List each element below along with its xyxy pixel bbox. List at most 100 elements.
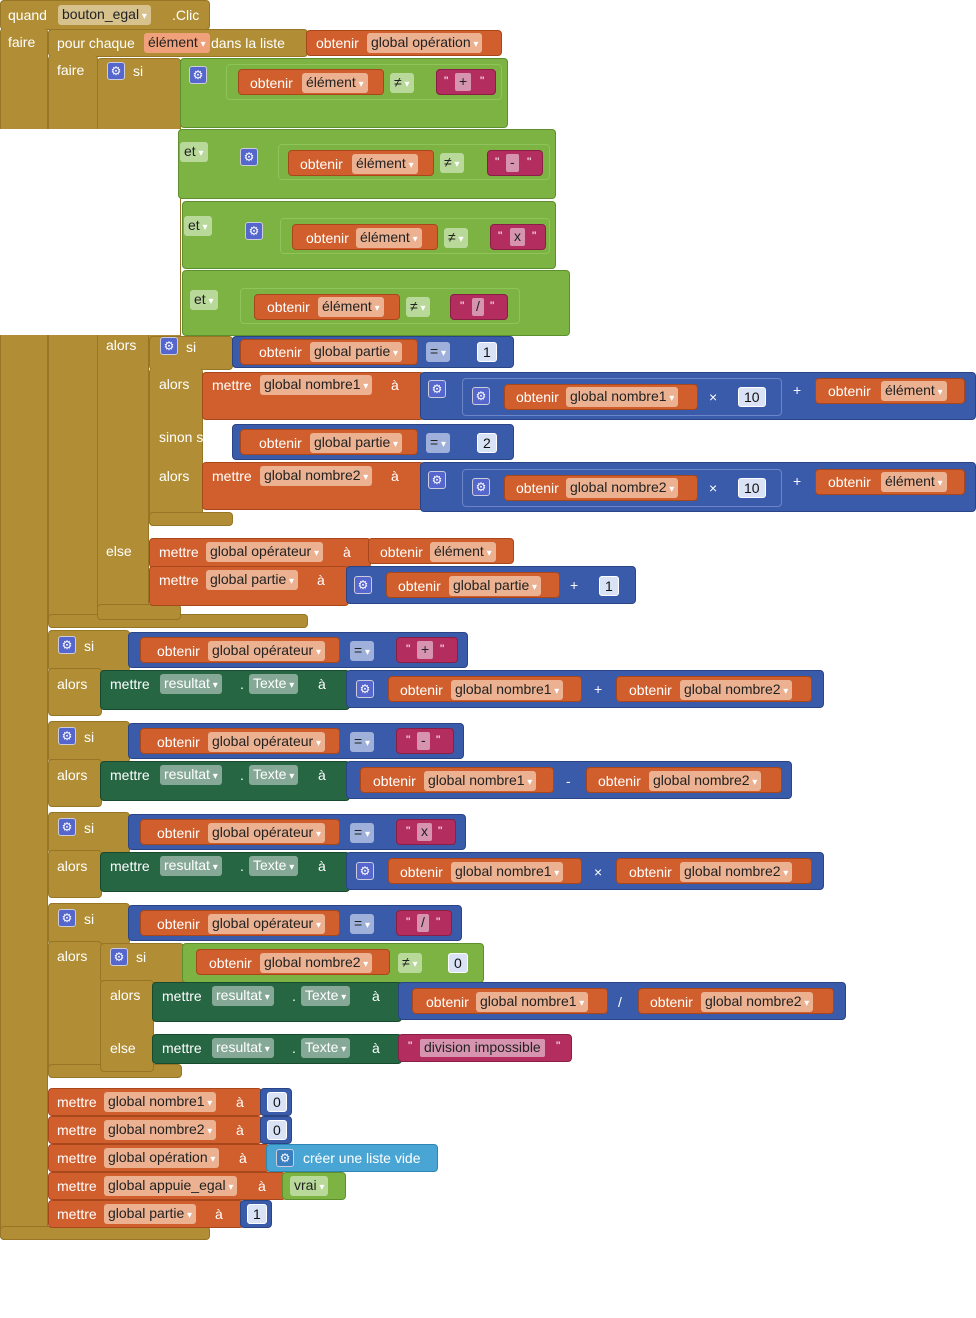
property-dropdown[interactable]: Texte bbox=[301, 986, 351, 1006]
var-dropdown[interactable]: global opérateur bbox=[206, 542, 323, 562]
property-dropdown[interactable]: Texte bbox=[301, 1038, 351, 1058]
component-dropdown[interactable]: resultat bbox=[160, 765, 222, 785]
number-value[interactable]: 2 bbox=[477, 433, 497, 453]
and-dropdown[interactable]: et bbox=[184, 216, 212, 236]
gear-icon[interactable]: ⚙ bbox=[240, 148, 258, 166]
number-value[interactable]: 10 bbox=[738, 387, 766, 407]
var-dropdown[interactable]: global partie bbox=[104, 1204, 197, 1224]
string-value[interactable]: / bbox=[472, 298, 484, 316]
var-dropdown[interactable]: global nombre1 bbox=[566, 387, 679, 407]
set-resultat-block[interactable] bbox=[152, 982, 402, 1022]
property-dropdown[interactable]: Texte bbox=[249, 856, 299, 876]
gear-icon[interactable]: ⚙ bbox=[428, 380, 446, 398]
var-dropdown[interactable]: global partie bbox=[449, 576, 542, 596]
gear-icon[interactable]: ⚙ bbox=[58, 636, 76, 654]
string-value[interactable]: + bbox=[417, 641, 434, 659]
var-dropdown[interactable]: global nombre1 bbox=[260, 375, 373, 395]
string-value[interactable]: x bbox=[417, 823, 432, 841]
component-dropdown[interactable]: resultat bbox=[212, 1038, 274, 1058]
var-dropdown[interactable]: global opérateur bbox=[208, 641, 325, 661]
gear-icon[interactable]: ⚙ bbox=[472, 478, 490, 496]
var-dropdown[interactable]: global nombre1 bbox=[476, 992, 589, 1012]
var-dropdown[interactable]: global appuie_egal bbox=[104, 1176, 238, 1196]
var-dropdown[interactable]: global nombre2 bbox=[701, 992, 814, 1012]
var-dropdown[interactable]: global opérateur bbox=[208, 914, 325, 934]
and-dropdown[interactable]: et bbox=[180, 142, 208, 162]
var-dropdown[interactable]: global nombre1 bbox=[424, 771, 537, 791]
var-dropdown[interactable]: global nombre2 bbox=[260, 953, 373, 973]
gear-icon[interactable]: ⚙ bbox=[58, 818, 76, 836]
string-value[interactable]: division impossible bbox=[420, 1039, 545, 1057]
gear-icon[interactable]: ⚙ bbox=[58, 909, 76, 927]
component-dropdown[interactable]: resultat bbox=[160, 856, 222, 876]
string-value[interactable]: + bbox=[455, 73, 472, 91]
var-dropdown[interactable]: global nombre2 bbox=[649, 771, 762, 791]
gear-icon[interactable]: ⚙ bbox=[356, 862, 374, 880]
var-dropdown[interactable]: élément bbox=[318, 297, 384, 317]
gear-icon[interactable]: ⚙ bbox=[472, 387, 490, 405]
property-dropdown[interactable]: Texte bbox=[249, 765, 299, 785]
number-value[interactable]: 0 bbox=[448, 953, 468, 973]
var-dropdown[interactable]: global nombre1 bbox=[104, 1092, 217, 1112]
gear-icon[interactable]: ⚙ bbox=[428, 471, 446, 489]
op-dropdown[interactable]: ≠ bbox=[406, 297, 430, 317]
var-dropdown[interactable]: global nombre2 bbox=[680, 862, 793, 882]
op-dropdown[interactable]: ≠ bbox=[398, 953, 422, 973]
eq-dropdown[interactable]: = bbox=[350, 823, 374, 843]
eq-dropdown[interactable]: = bbox=[350, 914, 374, 934]
gear-icon[interactable]: ⚙ bbox=[107, 62, 125, 80]
var-dropdown[interactable]: global nombre2 bbox=[104, 1120, 217, 1140]
op-dropdown[interactable]: ≠ bbox=[390, 73, 414, 93]
gear-icon[interactable]: ⚙ bbox=[110, 948, 128, 966]
var-dropdown[interactable]: élément bbox=[352, 154, 418, 174]
var-dropdown[interactable]: élément bbox=[430, 542, 496, 562]
component-dropdown[interactable]: resultat bbox=[212, 986, 274, 1006]
number-value[interactable]: 10 bbox=[738, 478, 766, 498]
set-resultat-block[interactable] bbox=[100, 852, 350, 892]
number-value[interactable]: 0 bbox=[267, 1120, 287, 1140]
component-dropdown[interactable]: bouton_egal bbox=[58, 5, 151, 25]
number-value[interactable]: 1 bbox=[599, 576, 619, 596]
var-dropdown[interactable]: global partie bbox=[206, 570, 299, 590]
var-dropdown[interactable]: global nombre2 bbox=[260, 466, 373, 486]
eq-dropdown[interactable]: = bbox=[350, 732, 374, 752]
number-value[interactable]: 1 bbox=[247, 1204, 267, 1224]
op-dropdown[interactable]: ≠ bbox=[440, 153, 464, 173]
property-dropdown[interactable]: Texte bbox=[249, 674, 299, 694]
gear-icon[interactable]: ⚙ bbox=[354, 576, 372, 594]
var-dropdown[interactable]: élément bbox=[881, 381, 947, 401]
gear-icon[interactable]: ⚙ bbox=[58, 727, 76, 745]
var-dropdown[interactable]: global nombre2 bbox=[680, 680, 793, 700]
component-dropdown[interactable]: resultat bbox=[160, 674, 222, 694]
var-dropdown[interactable]: global opération bbox=[367, 33, 483, 53]
gear-icon[interactable]: ⚙ bbox=[276, 1149, 294, 1167]
var-dropdown[interactable]: global nombre2 bbox=[566, 478, 679, 498]
string-value[interactable]: - bbox=[506, 154, 519, 172]
op-dropdown[interactable]: ≠ bbox=[444, 228, 468, 248]
var-dropdown[interactable]: élément bbox=[881, 472, 947, 492]
var-dropdown[interactable]: global partie bbox=[310, 342, 403, 362]
boolean-dropdown[interactable]: vrai bbox=[290, 1176, 329, 1196]
var-dropdown[interactable]: global opérateur bbox=[208, 732, 325, 752]
var-dropdown[interactable]: global opérateur bbox=[208, 823, 325, 843]
loop-var-dropdown[interactable]: élément bbox=[144, 33, 210, 53]
gear-icon[interactable]: ⚙ bbox=[245, 222, 263, 240]
set-resultat-block[interactable] bbox=[100, 761, 350, 801]
string-value[interactable]: x bbox=[510, 228, 525, 246]
number-value[interactable]: 1 bbox=[477, 342, 497, 362]
number-value[interactable]: 0 bbox=[267, 1092, 287, 1112]
var-dropdown[interactable]: élément bbox=[302, 73, 368, 93]
eq-dropdown[interactable]: = bbox=[426, 342, 450, 362]
gear-icon[interactable]: ⚙ bbox=[189, 66, 207, 84]
eq-dropdown[interactable]: = bbox=[350, 641, 374, 661]
gear-icon[interactable]: ⚙ bbox=[160, 337, 178, 355]
create-empty-list-block[interactable] bbox=[266, 1144, 438, 1172]
var-dropdown[interactable]: global nombre1 bbox=[451, 862, 564, 882]
var-dropdown[interactable]: global partie bbox=[310, 433, 403, 453]
and-dropdown[interactable]: et bbox=[190, 290, 218, 310]
var-dropdown[interactable]: élément bbox=[356, 228, 422, 248]
gear-icon[interactable]: ⚙ bbox=[356, 680, 374, 698]
set-resultat-block[interactable] bbox=[152, 1034, 402, 1064]
string-value[interactable]: / bbox=[417, 914, 429, 932]
var-dropdown[interactable]: global nombre1 bbox=[451, 680, 564, 700]
